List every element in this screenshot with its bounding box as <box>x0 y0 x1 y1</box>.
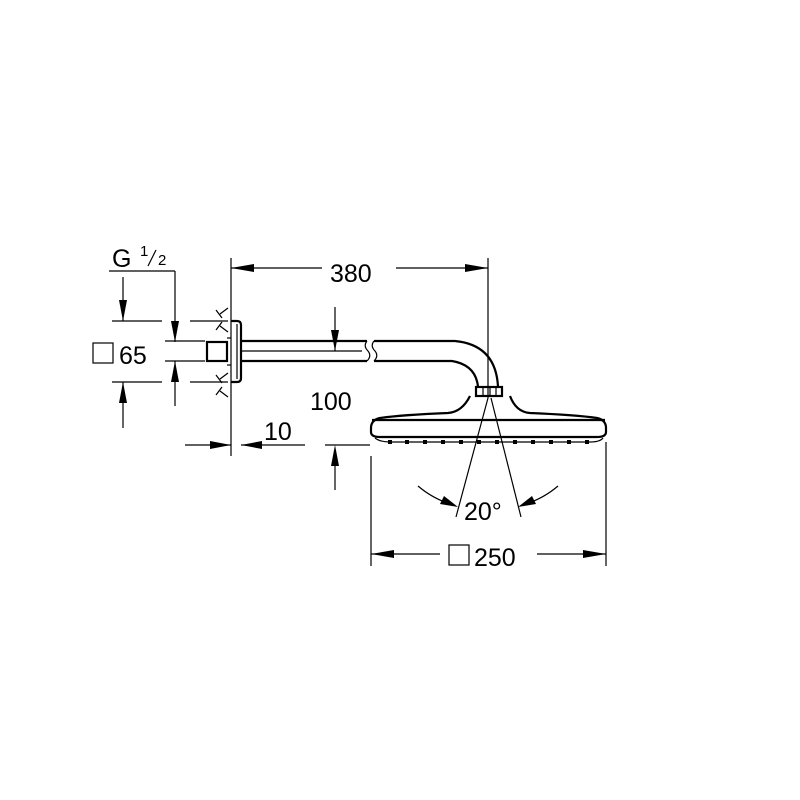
thread-denominator: 2 <box>158 252 166 269</box>
head-size-label: 250 <box>474 544 516 572</box>
flange-label: 65 <box>119 342 147 370</box>
shower-arm <box>241 339 504 398</box>
spray-angle-label: 20° <box>464 498 502 526</box>
spray-angle-dimension: 20° <box>417 397 559 526</box>
arm-length-dimension: 380 <box>231 258 489 398</box>
drop-height-label: 100 <box>310 388 352 416</box>
square-symbol-icon <box>92 342 114 364</box>
drop-height-dimension: 100 <box>310 307 370 490</box>
wall-gap-label: 10 <box>264 418 292 446</box>
arm-length-label: 380 <box>330 260 372 288</box>
nozzle-row <box>388 440 589 444</box>
head-size-dimension: 250 <box>370 442 607 572</box>
thread-numerator: 1 <box>140 243 148 260</box>
flange-dimension: 65 <box>92 277 228 428</box>
square-symbol-icon <box>448 544 470 566</box>
thread-dimension: G 1 2 <box>109 243 205 406</box>
wall-flange <box>205 258 243 456</box>
wall-gap-dimension: 10 <box>185 418 305 449</box>
thread-label: G <box>112 245 131 273</box>
shower-head <box>369 395 608 444</box>
